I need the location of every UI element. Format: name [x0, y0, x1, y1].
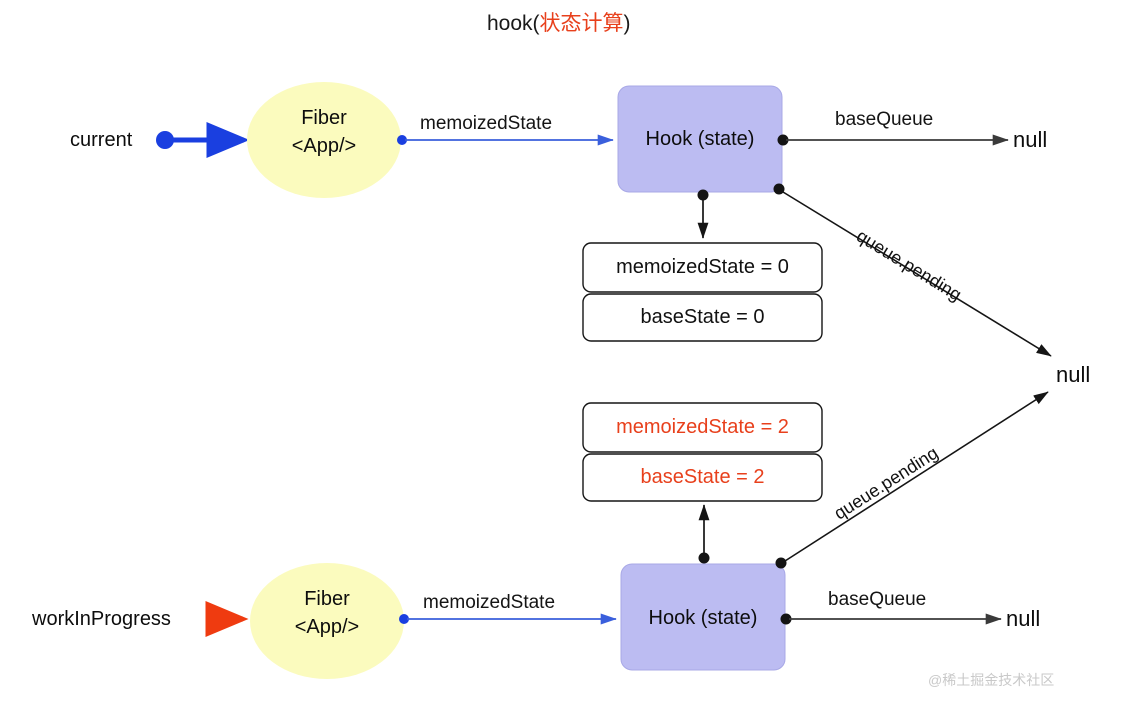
memoizedstate-box-workinprogress[interactable] [582, 402, 823, 453]
fiber-wip-out-dot [399, 614, 409, 624]
fiber-label-current-line1: Fiber [301, 107, 347, 129]
hook-state-label-current: Hook (state) [645, 128, 755, 150]
hook-current-queuepending-dot [773, 183, 785, 195]
fiber-node-workinprogress[interactable] [250, 563, 404, 679]
hook-wip-queuepending-dot [775, 557, 787, 569]
fiber-label-current-line2: <App/> [291, 135, 357, 157]
memoizedstate-edge-label-wip: memoizedState [423, 592, 556, 613]
fiber-label-wip-line2: <App/> [294, 616, 360, 638]
fiber-node-current[interactable] [247, 82, 401, 198]
memoizedstate-box-current[interactable] [582, 242, 823, 293]
fiber-label-wip-line1: Fiber [304, 588, 350, 610]
hook-wip-state-dot [698, 552, 710, 564]
queuepending-arrow-workinprogress [784, 391, 1049, 562]
basestate-box-workinprogress[interactable] [582, 453, 823, 502]
current-entry-label: current [70, 129, 133, 151]
memoizedstate-text-wip: memoizedState = 2 [616, 416, 789, 438]
null-queuepending-shared: null [1056, 362, 1091, 387]
memoizedstate-edge-label-current: memoizedState [420, 113, 553, 134]
hook-state-label-wip: Hook (state) [648, 607, 758, 629]
watermark: @稀土掘金技术社区 [928, 672, 1055, 688]
hook-current-state-dot [697, 189, 709, 201]
title-suffix: ) [623, 12, 631, 35]
fiber-current-out-dot [397, 135, 407, 145]
title-chinese: 状态计算 [539, 12, 624, 35]
hook-current-basequeue-dot [777, 134, 789, 146]
basequeue-edge-label-wip: baseQueue [828, 589, 927, 610]
workinprogress-entry-label: workInProgress [32, 608, 171, 630]
basestate-text-current: baseState = 0 [640, 306, 765, 328]
hook-wip-basequeue-dot [780, 613, 792, 625]
basestate-box-current[interactable] [582, 293, 823, 342]
basestate-text-wip: baseState = 2 [640, 466, 765, 488]
null-basequeue-wip: null [1006, 606, 1041, 631]
current-entry-dot [156, 131, 174, 149]
page-title: hook(状态计算) [487, 7, 631, 37]
basequeue-edge-label-current: baseQueue [835, 109, 934, 130]
title-prefix: hook( [487, 12, 540, 35]
null-basequeue-current: null [1013, 127, 1048, 152]
queuepending-arrow-current [782, 191, 1052, 357]
memoizedstate-text-current: memoizedState = 0 [616, 256, 789, 278]
